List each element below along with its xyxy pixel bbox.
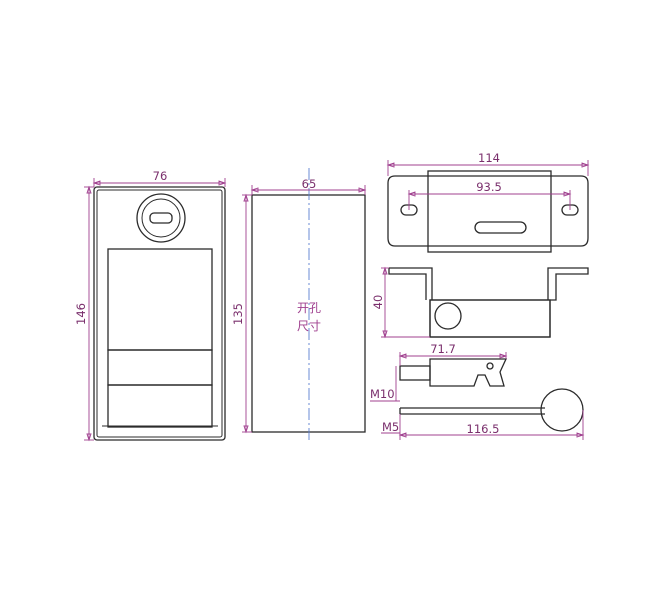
latch-length-label: 71.7: [430, 342, 456, 356]
cutout-height-dimension: 135: [231, 193, 252, 434]
latch-rod: [399, 358, 508, 387]
cutout-outline: [251, 194, 366, 433]
cutout-height-label: 135: [231, 303, 245, 325]
thread-m5-label: M5: [382, 420, 399, 434]
key-cylinder-inner: [141, 198, 181, 238]
latch-tongue-hole: [486, 362, 494, 370]
pull-rod-knob: [540, 388, 584, 432]
cutout-width-label: 65: [302, 177, 317, 191]
keyhole-slot: [149, 212, 173, 224]
bracket-left-flange: [388, 268, 427, 300]
front-height-label: 146: [74, 303, 88, 325]
cutout-note-line1: 开孔: [297, 301, 321, 315]
front-width-label: 76: [153, 169, 168, 183]
cutout-note-line2: 尺寸: [297, 319, 321, 333]
front-height-dimension: 146: [74, 185, 94, 442]
bracket-side-profile: [389, 267, 589, 338]
bracket-plate: [387, 175, 589, 247]
lock-body-outline: [93, 186, 226, 441]
handle-middle: [107, 349, 213, 386]
bracket-center-slot: [474, 221, 527, 234]
bracket-center-block: [427, 170, 552, 253]
bracket-hole-spacing-dimension: 93.5: [407, 180, 572, 210]
latch-length-dimension: 71.7: [398, 342, 508, 366]
bracket-top-view: [387, 170, 589, 253]
pull-rod-total-length-dimension: 116.5: [398, 410, 585, 440]
bracket-height-dimension: 40: [371, 266, 430, 339]
lock-body-inner-edge: [96, 189, 223, 438]
front-view: [93, 186, 226, 441]
bracket-side-view: [388, 267, 589, 338]
latch-rod-shaft: [399, 365, 431, 381]
latch-tongue: [429, 358, 508, 387]
bracket-side-body: [429, 299, 551, 338]
thread-m5-callout: M5: [381, 414, 401, 440]
bracket-width-label: 114: [478, 151, 500, 165]
hole-spacing-label: 93.5: [476, 180, 502, 194]
bracket-height-label: 40: [371, 295, 385, 310]
total-length-label: 116.5: [467, 422, 500, 436]
key-cylinder-outer: [136, 193, 186, 243]
cutout-width-dimension: 65: [250, 177, 367, 195]
thread-m10-callout: M10: [370, 366, 400, 402]
thread-m10-label: M10: [370, 387, 395, 401]
cutout-view: 开孔 尺寸: [251, 168, 366, 440]
handle-lower: [107, 384, 213, 428]
front-width-dimension: 76: [92, 169, 227, 187]
bracket-overall-width-dimension: 114: [386, 151, 590, 176]
handle-upper: [107, 248, 213, 351]
bracket-side-boss: [434, 302, 462, 330]
